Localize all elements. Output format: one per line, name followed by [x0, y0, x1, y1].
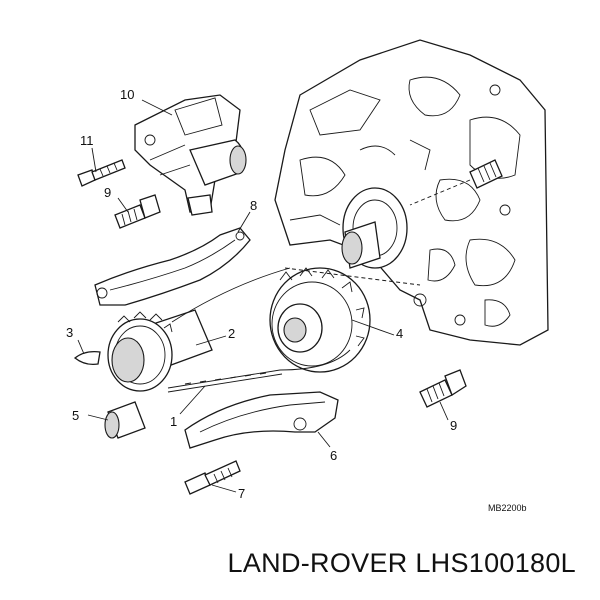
- engine-block: [274, 39, 549, 346]
- sleeve-nut: [104, 401, 146, 439]
- callout-7: 7: [238, 486, 245, 501]
- fuel-pump: [134, 94, 247, 216]
- block-crank-snout: [341, 187, 408, 269]
- part-number-caption: LAND-ROVER LHS100180L: [227, 548, 576, 578]
- callout-9-upper: 9: [104, 185, 111, 200]
- cam-sprocket: [269, 267, 371, 373]
- callout-10: 10: [120, 87, 134, 102]
- upper-chain-guide: [94, 227, 251, 306]
- callout-5: 5: [72, 408, 79, 423]
- tensioner-bolt: [184, 460, 241, 495]
- crank-sprocket: [107, 309, 213, 392]
- pump-bolt: [77, 159, 126, 187]
- callout-6: 6: [330, 448, 337, 463]
- callout-8: 8: [250, 198, 257, 213]
- lower-guide-bolt: [419, 369, 467, 408]
- block-stud: [409, 159, 503, 206]
- callout-11: 11: [80, 133, 94, 148]
- leader-lines: [77, 99, 449, 493]
- upper-guide-bolt: [114, 194, 161, 229]
- callout-4: 4: [396, 326, 403, 341]
- exploded-timing-diagram: 10 11 9 8 3 2 4 5 1 9 6 7 MB2200b: [66, 39, 549, 513]
- woodruff-key: [73, 350, 101, 366]
- timing-chain: [167, 267, 421, 393]
- callout-9-lower: 9: [450, 418, 457, 433]
- lower-chain-guide: [184, 391, 339, 449]
- callout-3: 3: [66, 325, 73, 340]
- callout-2: 2: [228, 326, 235, 341]
- callout-1: 1: [170, 414, 177, 429]
- reference-code: MB2200b: [488, 503, 527, 513]
